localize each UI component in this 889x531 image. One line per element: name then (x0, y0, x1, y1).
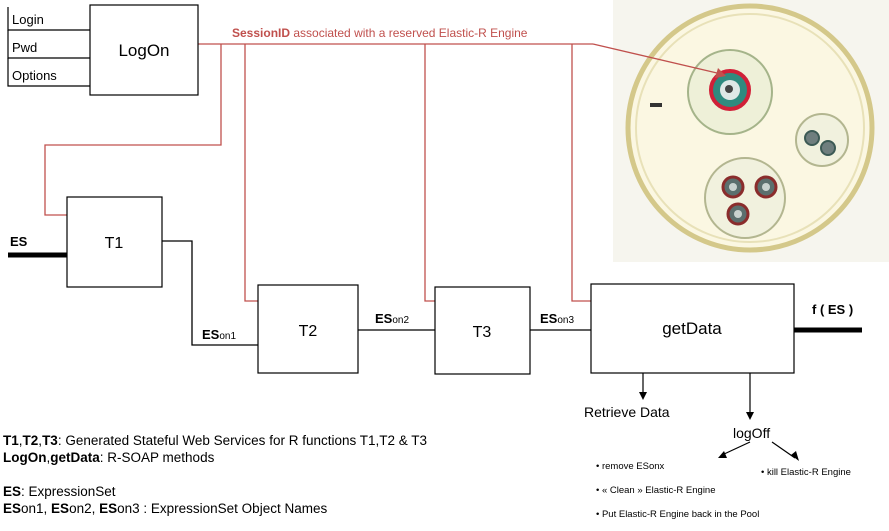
session-line-engine (592, 43, 718, 74)
output-label: f ( ES ) (812, 302, 853, 317)
getdata-label: getData (662, 319, 722, 338)
data-connectors (162, 240, 591, 346)
t2-label: T2 (299, 323, 318, 340)
getdata-arrows (642, 373, 796, 459)
es-input-label: ES (10, 234, 28, 249)
legend-line-es: ES: ExpressionSet (3, 484, 116, 499)
input-options: Options (12, 68, 57, 83)
eson3-label: ESon3 (540, 311, 574, 326)
logon-inputs (7, 7, 90, 87)
session-label-rest: associated with a reserved Elastic-R Eng… (290, 26, 528, 40)
logon-box (89, 4, 199, 96)
logon-label: LogOn (118, 41, 169, 60)
legend-line-services: T1,T2,T3: Generated Stateful Web Service… (3, 433, 428, 448)
t3-label: T3 (473, 324, 492, 341)
session-line-t1 (44, 44, 222, 216)
connector-t1-t2 (162, 240, 258, 346)
session-line-t3 (424, 44, 435, 302)
input-login: Login (12, 12, 44, 27)
t2-box (257, 284, 359, 374)
legend: T1,T2,T3: Generated Stateful Web Service… (3, 432, 427, 517)
legend-line-object-names: ESon1, ESon2, ESon3 : ExpressionSet Obje… (3, 501, 328, 516)
eson1-label: ESon1 (202, 327, 236, 342)
logoff-label: logOff (733, 425, 770, 441)
input-pwd: Pwd (12, 40, 37, 55)
session-line-getdata (571, 44, 591, 302)
getdata-box (590, 283, 795, 374)
t1-box (66, 196, 163, 288)
eson2-label: ESon2 (375, 311, 409, 326)
bullet-remove-eson: • remove ESonx (596, 461, 665, 472)
session-id-lines (44, 43, 718, 302)
engine-pool-illustration (613, 0, 889, 262)
bullet-clean-engine: • « Clean » Elastic-R Engine (596, 485, 716, 496)
arrow-heads (639, 392, 799, 461)
bullet-kill-engine: • kill Elastic-R Engine (761, 467, 851, 478)
session-label-bold: SessionID (232, 26, 290, 40)
t1-label: T1 (105, 235, 124, 252)
bullet-put-back-engine: • Put Elastic-R Engine back in the Pool (596, 509, 760, 520)
svg-text:SessionID associated with a re: SessionID associated with a reserved Ela… (232, 26, 528, 40)
legend-line-methods: LogOn,getData: R-SOAP methods (3, 450, 215, 465)
session-arrow-head (715, 68, 726, 78)
retrieve-data-label: Retrieve Data (584, 404, 670, 420)
session-line-t2 (244, 44, 258, 302)
t3-box (434, 286, 531, 375)
